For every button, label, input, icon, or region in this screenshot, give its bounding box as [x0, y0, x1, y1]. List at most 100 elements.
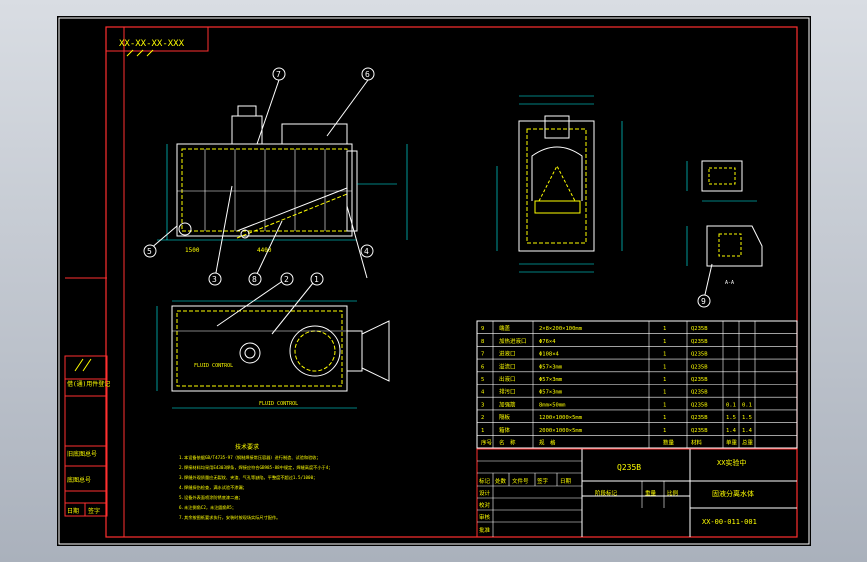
bom-cell-qty: 数量 — [663, 439, 675, 447]
signature-mark-icon — [74, 358, 92, 372]
elev-dim-1: 1500 — [185, 247, 200, 254]
bom-cell-mat: 材料 — [691, 439, 703, 447]
bom-cell-spec: Φ57×3mm — [539, 364, 563, 370]
left-label-0: 借(通)用件登记 — [67, 380, 110, 388]
bom-cell-spec: Φ76×4 — [539, 339, 556, 345]
detail-views: A-A — [686, 160, 763, 286]
tb-drawing-code: XX-00-011-001 — [702, 518, 757, 526]
side-view — [496, 95, 623, 273]
bom-cell-no: 2 — [481, 415, 484, 421]
bom-cell-spec: Φ57×3mm — [539, 390, 563, 396]
bom-cell-qty: 1 — [663, 326, 666, 332]
bom-cell-no: 7 — [481, 352, 484, 358]
tb-review: 审核 — [479, 513, 491, 521]
bom-cell-w1: 1.5 — [726, 415, 736, 421]
bom-cell-qty: 1 — [663, 390, 666, 396]
bom-cell-spec: 2×8×200×100mm — [539, 326, 583, 332]
drawing-sheet: XX-XX-XX-XXX 借(通)用件登记 旧底图总号 底图总号 日期 签字 — [57, 16, 811, 546]
bom-cell-w2: 总重 — [742, 439, 754, 447]
bom-cell-name: 溢流口 — [499, 362, 516, 370]
section-label: A-A — [725, 280, 734, 286]
plan-view: FLUID CONTROL FLUID CONTROL — [156, 300, 390, 409]
bom-cell-no: 序号 — [481, 439, 493, 447]
bom-cell-mat: Q235B — [691, 390, 708, 396]
bom-cell-w2: 0.1 — [742, 402, 752, 408]
top-stamp-text: XX-XX-XX-XXX — [119, 39, 185, 49]
inner-border — [105, 26, 798, 538]
bom-cell-spec: 1200×1000×5mm — [539, 415, 583, 421]
bom-cell-spec: Φ108×4 — [539, 352, 560, 358]
bom-cell-mat: Q235B — [691, 326, 708, 332]
balloon-9: 9 — [701, 297, 706, 306]
bom-cell-no: 6 — [481, 364, 484, 370]
bom-cell-mat: Q235B — [691, 364, 708, 370]
tech-note-4: 4.焊缝探伤检查，满水试验不渗漏； — [179, 484, 247, 491]
bom-cell-mat: Q235B — [691, 415, 708, 421]
tech-notes: 技术要求 1.本设备依据GB/T4735-97（钢制焊接常压容器）进行制造、试验… — [179, 443, 332, 521]
bom-cell-mat: Q235B — [691, 339, 708, 345]
balloon-6: 6 — [365, 70, 370, 79]
balloon-3: 3 — [212, 275, 217, 284]
bom-cell-no: 8 — [481, 339, 484, 345]
left-label-3: 日期 — [67, 507, 79, 515]
left-label-2: 底图总号 — [67, 476, 91, 484]
balloon-8: 8 — [252, 275, 257, 284]
plan-label-a: FLUID CONTROL — [194, 363, 233, 369]
bom-cell-name: 加热进液口 — [499, 337, 527, 345]
hatch-mark-icon — [126, 49, 154, 57]
bom-cell-qty: 1 — [663, 339, 666, 345]
balloon-7: 7 — [276, 70, 281, 79]
drawing-canvas: XX-XX-XX-XXX 借(通)用件登记 旧底图总号 底图总号 日期 签字 — [58, 17, 810, 545]
bom-cell-w1: 1.4 — [726, 428, 737, 434]
tech-title: 技术要求 — [235, 443, 259, 451]
bom-cell-qty: 1 — [663, 377, 666, 383]
bom-cell-spec: Φ57×3mm — [539, 377, 563, 383]
tb-doc: 文件号 — [512, 477, 529, 485]
bom-cell-w1: 0.1 — [726, 402, 736, 408]
bom-cell-name: 加强筋 — [499, 400, 516, 408]
balloon-1: 1 — [314, 275, 319, 284]
bom-cell-w1: 单重 — [726, 439, 738, 447]
left-register-column: 借(通)用件登记 旧底图总号 底图总号 日期 签字 — [64, 355, 110, 517]
tb-date: 日期 — [560, 478, 572, 485]
bom-cell-no: 1 — [481, 428, 484, 434]
tb-mark: 标记 — [479, 477, 491, 485]
balloon-5: 5 — [147, 247, 152, 256]
tb-scale: 比例 — [667, 489, 679, 497]
bom-cell-spec: 8mm×50mm — [539, 402, 566, 408]
bom-cell-name: 端盖 — [499, 324, 511, 332]
tb-drawing-name: 固液分离水体 — [712, 489, 754, 498]
bom-cell-name: 隔板 — [499, 413, 511, 421]
bom-cell-mat: Q235B — [691, 402, 708, 408]
tech-note-7: 7.其余按图纸要求执行，安装时按现场实际尺寸配作。 — [179, 514, 280, 521]
bom-cell-w2: 1.4 — [742, 428, 753, 434]
balloon-2: 2 — [284, 275, 289, 284]
tb-check: 校对 — [479, 501, 491, 509]
bom-cell-name: 排污口 — [499, 388, 516, 396]
bom-cell-qty: 1 — [663, 352, 666, 358]
bom-cell-no: 4 — [481, 390, 485, 396]
front-elevation-view: 1500 4400 — [157, 105, 408, 254]
tech-note-2: 2.焊接材料均采用E4303焊条，焊接应符合GB985-88中规定，焊缝高度不小… — [179, 464, 332, 471]
plan-label-b: FLUID CONTROL — [259, 401, 298, 407]
bom-cell-qty: 1 — [663, 428, 666, 434]
bom-cell-mat: Q235B — [691, 352, 708, 358]
bom-cell-name: 箱体 — [499, 426, 511, 434]
tech-note-3: 3.焊缝外观质量应无裂纹、夹渣、气孔等缺陷，平整度不超过1.5/1000； — [179, 474, 317, 481]
balloon-4: 4 — [364, 247, 369, 256]
tech-note-5: 5.设备外表面喷涂防锈底漆二遍； — [179, 494, 243, 501]
balloon-leaders — [149, 79, 713, 335]
bom-cell-mat: Q235B — [691, 428, 708, 434]
tb-company: XX实验中 — [717, 458, 746, 467]
bom-cell-spec: 2000×1000×5mm — [539, 428, 583, 434]
tech-note-1: 1.本设备依据GB/T4735-97（钢制焊接常压容器）进行制造、试验和验收； — [179, 454, 321, 461]
elev-dim-2: 4400 — [257, 247, 272, 254]
outer-frame — [58, 17, 810, 545]
bom-cell-name: 出液口 — [499, 375, 516, 383]
left-label-1: 旧底图总号 — [67, 450, 97, 458]
left-label-4: 签字 — [88, 507, 100, 515]
tb-design: 设计 — [479, 489, 491, 497]
bom-cell-spec: 规 格 — [539, 439, 556, 447]
